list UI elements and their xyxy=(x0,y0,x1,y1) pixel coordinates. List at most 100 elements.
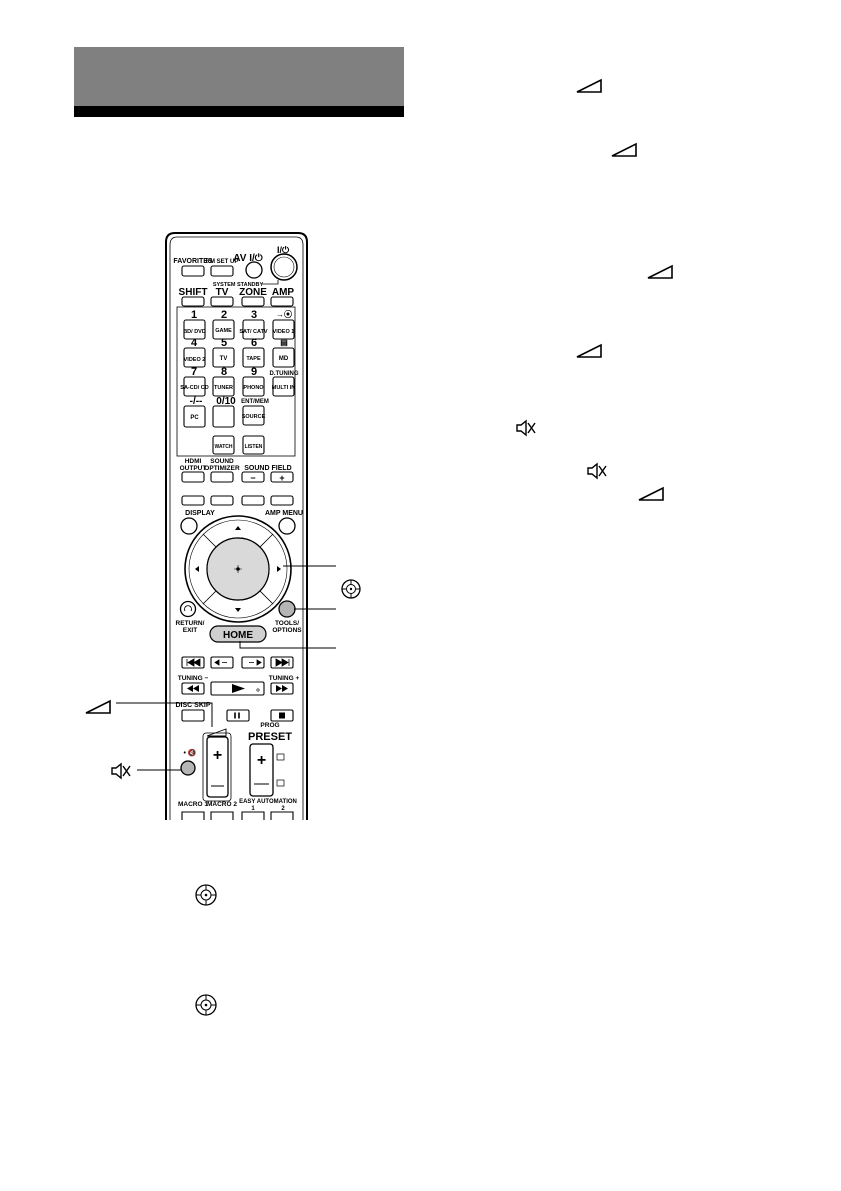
sound-field-plus-button[interactable] xyxy=(270,471,294,483)
num-3-label: 3 xyxy=(251,309,257,321)
callout-volume-line xyxy=(116,702,213,727)
dpad-right[interactable] xyxy=(277,566,281,572)
favorites-label: FAVORITES xyxy=(173,258,212,265)
bd-dvd-button[interactable]: BD/ DVD xyxy=(183,319,206,340)
num-4-label: 4 xyxy=(191,337,198,349)
source-button[interactable]: SOURCE xyxy=(242,405,266,426)
svg-text:MD: MD xyxy=(279,356,289,362)
shift-button[interactable] xyxy=(181,296,205,307)
volume-icon xyxy=(576,78,602,93)
svg-text:OPTIMIZER: OPTIMIZER xyxy=(204,465,240,472)
tv-input-button[interactable]: TV xyxy=(212,347,235,368)
zero-button[interactable] xyxy=(212,405,235,428)
amp-label: AMP xyxy=(272,287,295,298)
svg-text:+: + xyxy=(213,747,222,764)
ent-mem-label: ENT/MEM xyxy=(241,399,269,405)
muting-button[interactable] xyxy=(180,760,196,776)
enter-icon xyxy=(195,994,217,1016)
amp-button[interactable] xyxy=(270,296,294,307)
num-5-label: 5 xyxy=(221,337,227,349)
av-power-button[interactable] xyxy=(245,261,263,279)
color-key-green[interactable] xyxy=(210,495,234,506)
section-header-rule xyxy=(74,106,404,117)
d-tuning-label: D.TUNING xyxy=(270,371,299,377)
color-key-yellow[interactable] xyxy=(241,495,265,506)
muting-icon xyxy=(587,462,607,480)
sound-field-minus-button[interactable] xyxy=(241,471,265,483)
amp-menu-button[interactable] xyxy=(278,517,296,535)
macro1-button[interactable] xyxy=(181,811,205,820)
svg-text:VIDEO 1: VIDEO 1 xyxy=(273,329,295,335)
favorites-button[interactable] xyxy=(181,265,205,277)
input-select-label: →⦿ xyxy=(276,309,292,319)
tuner-button[interactable]: TUNER xyxy=(212,376,235,397)
sound-optimizer-label: SOUND xyxy=(210,458,234,465)
macro2-button[interactable] xyxy=(210,811,234,820)
svg-text:OUTPUT: OUTPUT xyxy=(180,465,207,472)
svg-text:TV: TV xyxy=(220,356,228,362)
rm-setup-button[interactable] xyxy=(210,265,234,277)
tape-button[interactable]: TAPE xyxy=(242,347,265,368)
dash-label: -/-- xyxy=(190,396,203,407)
zone-button[interactable] xyxy=(241,296,265,307)
power-button[interactable] xyxy=(270,253,298,281)
easy-auto1-button[interactable] xyxy=(241,811,265,820)
volume-icon xyxy=(647,264,673,279)
video2-button[interactable]: VIDEO 2 xyxy=(183,347,206,368)
dpad-down[interactable] xyxy=(235,608,241,612)
pause-button[interactable] xyxy=(226,709,250,722)
svg-text:HOME: HOME xyxy=(223,630,253,641)
callout-home-line xyxy=(239,641,336,649)
muting-icon xyxy=(111,762,131,780)
svg-text:MULTI IN: MULTI IN xyxy=(272,385,295,391)
svg-text:1: 1 xyxy=(251,806,255,812)
svg-text:+: + xyxy=(279,473,284,483)
disc-skip-button[interactable] xyxy=(181,709,205,722)
easy-auto2-button[interactable] xyxy=(270,811,294,820)
display-button[interactable] xyxy=(180,517,198,535)
md-button[interactable]: MD xyxy=(272,347,295,368)
pc-button[interactable]: PC xyxy=(183,405,206,428)
av-power-label: AV I/⏻ xyxy=(233,252,262,264)
display-label: DISPLAY xyxy=(185,510,215,517)
dpad-left[interactable] xyxy=(195,566,199,572)
svg-text:OPTIONS: OPTIONS xyxy=(272,627,302,634)
return-exit-button[interactable] xyxy=(179,600,197,618)
hdmi-output-button[interactable] xyxy=(181,471,205,483)
svg-text:WATCH: WATCH xyxy=(215,444,233,450)
preset-rocker[interactable]: + xyxy=(249,743,274,797)
color-key-red[interactable] xyxy=(181,495,205,506)
volume-icon xyxy=(85,699,111,714)
zone-label: ZONE xyxy=(239,287,267,298)
svg-text:SOURCE: SOURCE xyxy=(242,414,266,420)
num-9-label: 9 xyxy=(251,366,257,378)
tv-mode-button[interactable] xyxy=(210,296,234,307)
volume-rocker[interactable]: + xyxy=(206,736,229,798)
enter-icon xyxy=(195,884,217,906)
dpad-up[interactable] xyxy=(235,526,241,530)
macro1-label: MACRO 1 xyxy=(178,801,208,808)
color-key-blue[interactable] xyxy=(270,495,294,506)
rm-setup-label: RM SET UP xyxy=(206,259,239,265)
game-button[interactable]: GAME xyxy=(212,319,235,340)
listen-button[interactable]: LISTEN xyxy=(242,435,265,455)
num-7-label: 7 xyxy=(191,366,197,378)
home-button[interactable]: HOME xyxy=(209,625,267,643)
watch-button[interactable]: WATCH xyxy=(212,435,235,455)
section-header-box xyxy=(74,47,404,117)
macro2-label: MACRO 2 xyxy=(207,801,237,808)
amp-menu-label: AMP MENU xyxy=(265,510,303,517)
sacd-cd-button[interactable]: SA-CD/ CD xyxy=(180,376,209,397)
tuning-plus-label: TUNING + xyxy=(269,675,300,682)
sound-optimizer-button[interactable] xyxy=(210,471,234,483)
menu-icon-label: ▤ xyxy=(280,338,288,347)
video1-button[interactable]: VIDEO 1 xyxy=(272,319,295,340)
phono-button[interactable]: PHONO xyxy=(242,376,265,397)
preset-label: PRESET xyxy=(248,731,292,743)
num-1-label: 1 xyxy=(191,309,197,321)
sat-catv-button[interactable]: SAT/ CATV xyxy=(239,319,268,340)
prog-label: PROG xyxy=(260,722,279,729)
multi-in-button[interactable]: MULTI IN xyxy=(272,376,295,397)
sound-field-label: SOUND FIELD xyxy=(244,465,291,472)
tools-options-button[interactable] xyxy=(278,600,296,618)
